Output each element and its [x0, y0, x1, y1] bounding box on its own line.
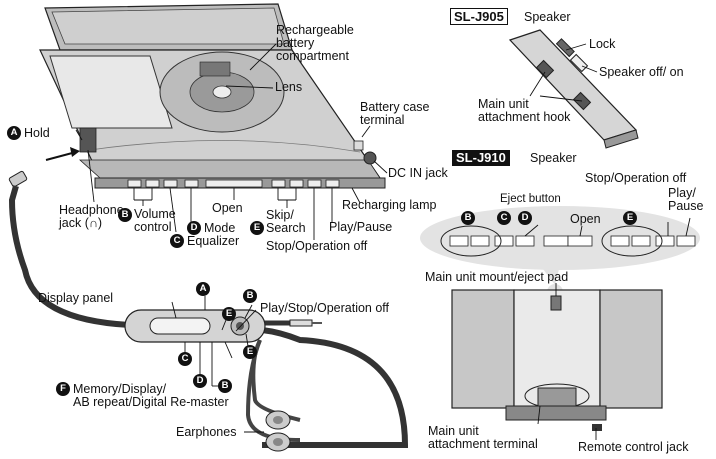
mount-eject-pad-label: Main unit mount/eject pad	[425, 271, 568, 284]
earphones-label: Earphones	[176, 426, 236, 439]
sl-j910-open-label: Open	[570, 213, 601, 226]
badge-f-memory: F	[56, 382, 70, 396]
play-stop-label: Play/Stop/Operation off	[260, 302, 389, 315]
dc-in-jack-label: DC IN jack	[388, 167, 448, 180]
badge-a-remote: A	[196, 282, 210, 296]
lock-label: Lock	[589, 38, 615, 51]
stop-operation-off-label: Stop/Operation off	[266, 240, 367, 253]
badge-d-j910: D	[518, 211, 532, 225]
skip-search-label: Skip/ Search	[266, 209, 306, 235]
sl-j910-speaker-label: Speaker	[530, 152, 577, 165]
hold-label: Hold	[24, 127, 50, 140]
sl-j905-model: SL-J905	[450, 8, 508, 25]
badge-e-skip: E	[250, 221, 264, 235]
badge-e-remote-top: E	[222, 307, 236, 321]
sl-j905-speaker-label: Speaker	[524, 11, 571, 24]
play-pause-label: Play/Pause	[329, 221, 392, 234]
attachment-hook-label: Main unit attachment hook	[478, 98, 570, 124]
sl-j910-play-pause-label: Play/ Pause	[668, 187, 703, 213]
volume-control-label: Volume control	[134, 208, 176, 234]
open-label: Open	[212, 202, 243, 215]
headphone-jack-label: Headphone jack (∩)	[59, 204, 124, 230]
sl-j905-illustration	[510, 30, 638, 148]
memory-display-label: Memory/Display/ AB repeat/Digital Re-mas…	[73, 383, 229, 409]
display-panel-label: Display panel	[38, 292, 113, 305]
badge-c-j910: C	[497, 211, 511, 225]
speaker-off-on-label: Speaker off/ on	[599, 66, 684, 79]
badge-b-j910: B	[461, 211, 475, 225]
badge-c-remote: C	[178, 352, 192, 366]
badge-d-mode: D	[187, 221, 201, 235]
battery-compartment-label: Rechargeable battery compartment	[276, 24, 354, 63]
remote-control-jack-label: Remote control jack	[578, 441, 688, 454]
badge-b-volume: B	[118, 208, 132, 222]
attachment-terminal-label: Main unit attachment terminal	[428, 425, 538, 451]
badge-a-hold: A	[7, 126, 21, 140]
badge-e-remote-bottom: E	[243, 345, 257, 359]
sl-j910-model: SL-J910	[452, 150, 510, 166]
eject-button-label: Eject button	[500, 193, 561, 206]
badge-c-equalizer: C	[170, 234, 184, 248]
sl-j910-stop-label: Stop/Operation off	[585, 172, 686, 185]
equalizer-label: Equalizer	[187, 235, 239, 248]
sl-j910-illustration	[420, 206, 700, 440]
badge-e-j910: E	[623, 211, 637, 225]
recharging-lamp-label: Recharging lamp	[342, 199, 437, 212]
lens-label: Lens	[275, 81, 302, 94]
battery-case-terminal-label: Battery case terminal	[360, 101, 429, 127]
badge-b-remote-top: B	[243, 289, 257, 303]
